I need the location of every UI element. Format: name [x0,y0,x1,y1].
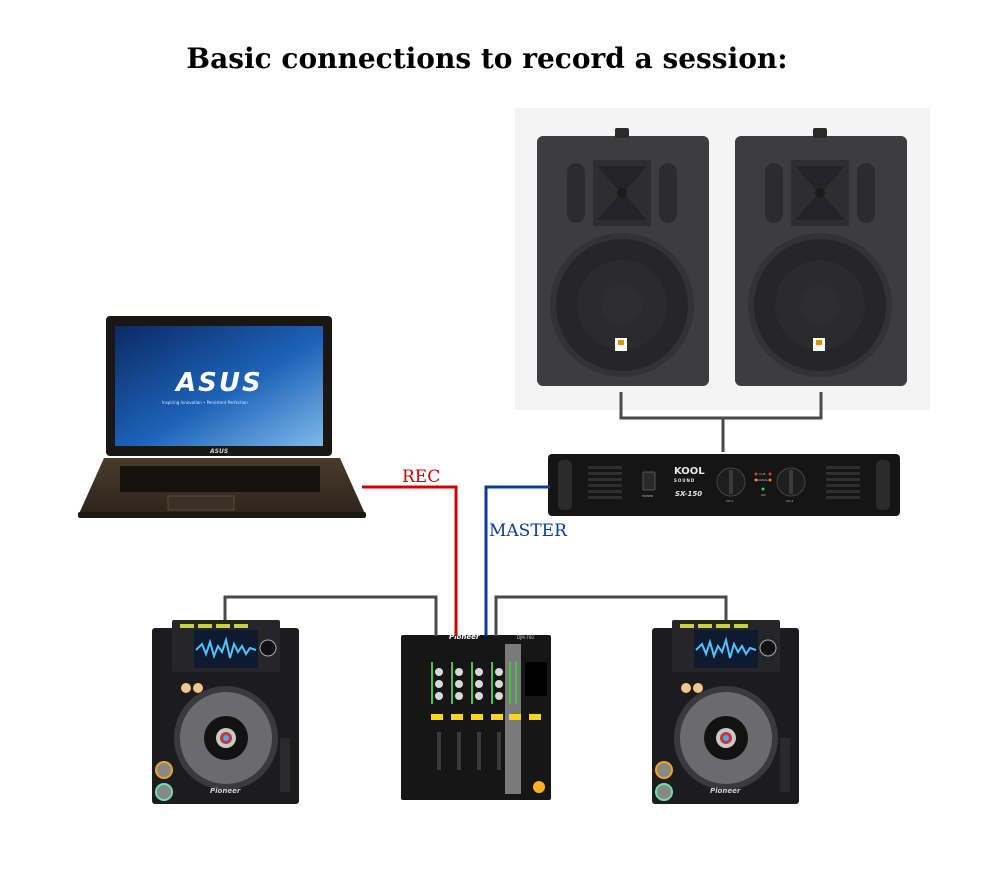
amplifier-brand-top: KOOL [674,466,705,477]
speakers-image [515,108,930,410]
amplifier-signal-label: SIGNAL [757,478,769,482]
dj-mixer-model: DJM-700 [517,635,534,640]
rec-label: REC [402,467,441,487]
amplifier: KOOL SOUND SX-150 POWER CH-1 CH-2 CLIP S… [548,452,900,518]
dj-mixer: Pioneer DJM-700 [401,632,551,800]
amplifier-on-label: ON [761,493,766,497]
speaker-right [735,128,907,386]
amplifier-body [548,454,900,516]
right-player-cable [494,595,728,636]
master-label: MASTER [489,521,567,541]
amplifier-ch1-label: CH-1 [726,499,734,503]
speaker-left [537,128,709,386]
cdj-player-left-brand: Pioneer [210,787,241,795]
laptop: ASUS Inspiring Innovation • Persistent P… [78,316,366,520]
cdj-player-right-body [652,620,799,804]
master-cable [484,485,550,636]
cdj-player-right-brand: Pioneer [710,787,741,795]
speaker-link-cable [619,392,823,420]
amplifier-clip-label: CLIP [759,472,766,476]
laptop-bezel-logo: ASUS [210,448,229,455]
amplifier-brand-bottom: SOUND [674,478,696,483]
amplifier-ch2-label: CH-2 [786,499,794,503]
cdj-player-right: Pioneer [652,620,799,805]
amplifier-power-label: POWER [642,494,654,498]
amplifier-model: SX-150 [675,490,703,498]
cdj-player-left-body [152,620,299,804]
rec-cable [362,485,458,636]
dj-mixer-body [401,635,551,800]
dj-mixer-brand: Pioneer [449,633,480,641]
left-player-cable [223,595,438,636]
laptop-screen-tagline: Inspiring Innovation • Persistent Perfec… [162,400,248,405]
diagram-title: Basic connections to record a session: [186,42,788,75]
laptop-body [78,316,366,518]
laptop-screen-logo: ASUS [176,368,263,398]
cdj-player-left: Pioneer [152,620,299,805]
